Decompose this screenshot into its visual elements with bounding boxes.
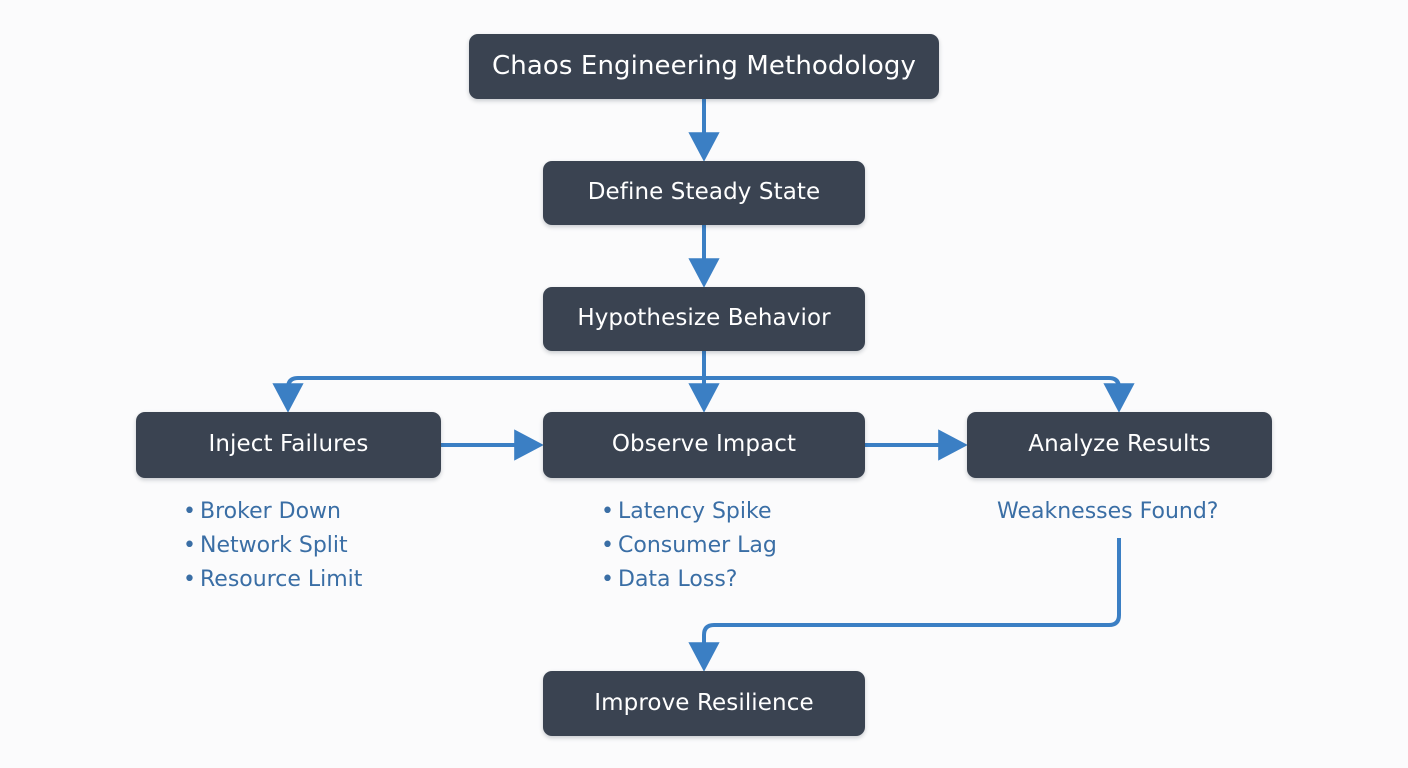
annotation-inject-failures: Broker Down Network Split Resource Limit	[182, 495, 362, 597]
node-inject-failures[interactable]: Inject Failures	[136, 412, 441, 478]
edge-hypothesize-to-analyze	[704, 376, 1135, 413]
annotation-observe-impact: Latency Spike Consumer Lag Data Loss?	[600, 495, 777, 597]
list-item: Resource Limit	[183, 563, 362, 597]
list-item: Data Loss?	[601, 563, 777, 597]
node-improve-resilience[interactable]: Improve Resilience	[543, 671, 865, 736]
list-item: Broker Down	[183, 495, 362, 529]
node-hypothesize-behavior[interactable]: Hypothesize Behavior	[543, 287, 865, 351]
list-item: Latency Spike	[601, 495, 777, 529]
edge-hypothesize-to-inject	[272, 376, 704, 413]
annotation-weaknesses-found: Weaknesses Found?	[997, 499, 1219, 524]
node-observe-impact[interactable]: Observe Impact	[543, 412, 865, 478]
list-item: Consumer Lag	[601, 529, 777, 563]
list-item: Network Split	[183, 529, 362, 563]
node-chaos-engineering-methodology[interactable]: Chaos Engineering Methodology	[469, 34, 939, 99]
node-analyze-results[interactable]: Analyze Results	[967, 412, 1272, 478]
node-define-steady-state[interactable]: Define Steady State	[543, 161, 865, 225]
